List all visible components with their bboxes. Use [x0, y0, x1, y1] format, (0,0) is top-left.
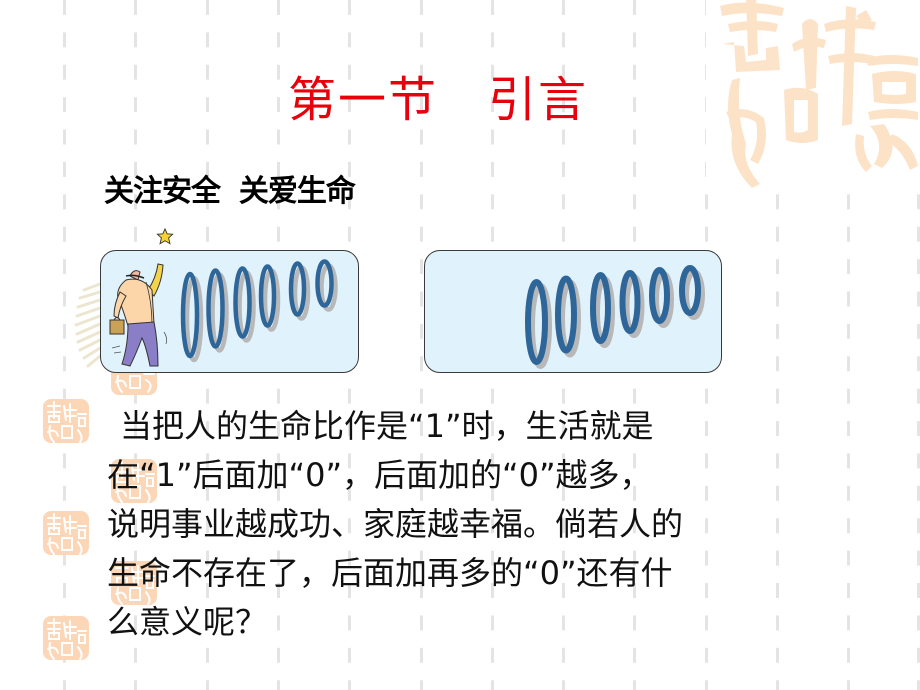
body-line: 当把人的生命比作是“1”时，生活就是 [120, 407, 654, 445]
man-reaching-figure-icon [109, 263, 168, 367]
seal-stamp-icon [43, 399, 89, 443]
seal-stamp-icon [111, 459, 157, 503]
body-paragraph: 当把人的生命比作是“1”时，生活就是 在“1”后面加“0”，后面加的“0”越多，… [107, 402, 867, 647]
right-illustration-box [424, 250, 722, 373]
seal-stamp-icon [43, 616, 89, 660]
calligraphy-watermark-icon [706, 0, 920, 194]
seal-stamp-icon [43, 511, 89, 555]
body-line: 说明事业越成功、家庭越幸福。倘若人的 [107, 505, 684, 543]
slide-title: 第一节 引言 [288, 72, 589, 128]
body-line: 么意义呢？ [107, 603, 268, 641]
fern-decoration-icon [74, 282, 102, 368]
body-line: 在“1”后面加“0”，后面加的“0”越多， [107, 456, 652, 494]
seal-stamp-icon [111, 561, 157, 605]
star-icon [156, 228, 174, 245]
body-line: 生命不存在了，后面加再多的“0”还有什 [107, 554, 673, 592]
slide-subtitle: 关注安全 关爱生命 [104, 174, 356, 209]
